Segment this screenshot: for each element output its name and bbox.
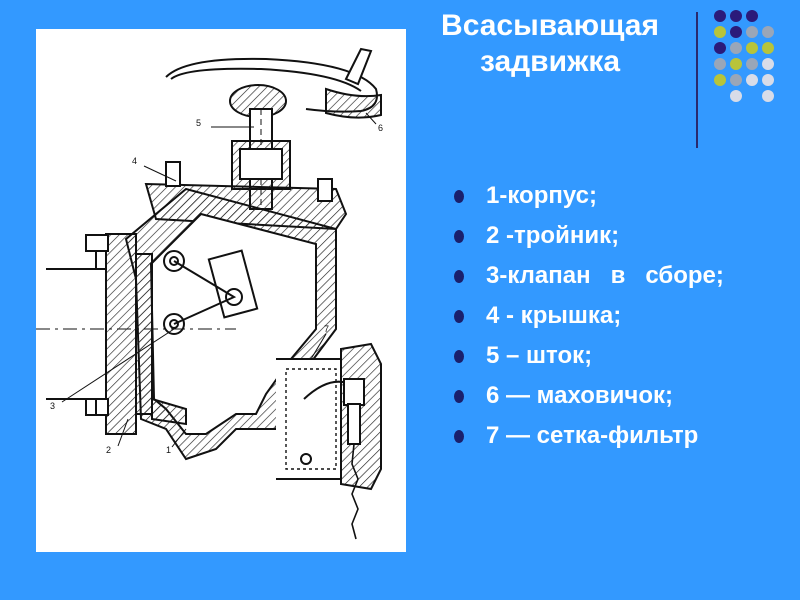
bullet-dot-icon: [454, 430, 464, 443]
decorative-dot: [714, 10, 726, 22]
callout-2: 2: [106, 445, 111, 455]
decorative-dot: [762, 74, 774, 86]
decorative-dot: [714, 26, 726, 38]
bullet-dot-icon: [454, 310, 464, 323]
decorative-dot: [746, 58, 758, 70]
valve-drawing-svg: 5 4 6 3 2 1 7: [36, 47, 383, 540]
decorative-dot: [762, 90, 774, 102]
decorative-dot: [762, 26, 774, 38]
callout-4: 4: [132, 156, 137, 166]
parts-list-item: 3-клапан в сборе;: [452, 262, 724, 302]
parts-list-item: 7 — сетка-фильтр: [452, 422, 724, 462]
callout-5: 5: [196, 118, 201, 128]
bullet-dot-icon: [454, 350, 464, 363]
decorative-dot: [730, 42, 742, 54]
decorative-dot: [762, 42, 774, 54]
decorative-dot: [730, 58, 742, 70]
slide-title: Всасывающая задвижка: [441, 9, 659, 78]
part-label: 7 — сетка-фильтр: [486, 422, 699, 449]
decorative-divider-line: [696, 12, 698, 148]
decorative-dot: [746, 10, 758, 22]
part-label: 2 -тройник;: [486, 222, 620, 249]
decorative-dot: [730, 74, 742, 86]
strainer-filter: [285, 368, 337, 470]
bullet-dot-icon: [454, 230, 464, 243]
parts-list-item: 2 -тройник;: [452, 222, 724, 262]
decorative-dot: [730, 26, 742, 38]
parts-list-item: 6 — маховичок;: [452, 382, 724, 422]
parts-list-item: 4 - крышка;: [452, 302, 724, 342]
parts-list-item: 1-корпус;: [452, 182, 724, 222]
decorative-dot: [762, 58, 774, 70]
decorative-dot: [730, 90, 742, 102]
inlet-flange: [105, 233, 137, 435]
decorative-dot: [746, 74, 758, 86]
parts-list: 1-корпус; 2 -тройник; 3-клапан в сборе; …: [452, 182, 724, 462]
handwheel-handle: [344, 47, 373, 86]
part-label: 3-клапан в сборе;: [486, 262, 724, 289]
bullet-dot-icon: [454, 390, 464, 403]
callout-1: 1: [166, 445, 171, 455]
callout-6: 6: [378, 123, 383, 133]
decorative-dot: [746, 26, 758, 38]
decorative-dot: [714, 42, 726, 54]
bullet-dot-icon: [454, 190, 464, 203]
decorative-dot: [730, 10, 742, 22]
bullet-dot-icon: [454, 270, 464, 283]
parts-list-item: 5 – шток;: [452, 342, 724, 382]
callout-3: 3: [50, 401, 55, 411]
part-label: 6 — маховичок;: [486, 382, 673, 409]
part-label: 5 – шток;: [486, 342, 593, 369]
part-label: 4 - крышка;: [486, 302, 622, 329]
decorative-dot: [714, 74, 726, 86]
decorative-dot: [746, 42, 758, 54]
decorative-dot: [714, 58, 726, 70]
part-label: 1-корпус;: [486, 182, 597, 209]
cap-chain: [351, 443, 359, 540]
callout-7: 7: [324, 324, 329, 334]
valve-technical-drawing: 5 4 6 3 2 1 7: [36, 29, 406, 552]
